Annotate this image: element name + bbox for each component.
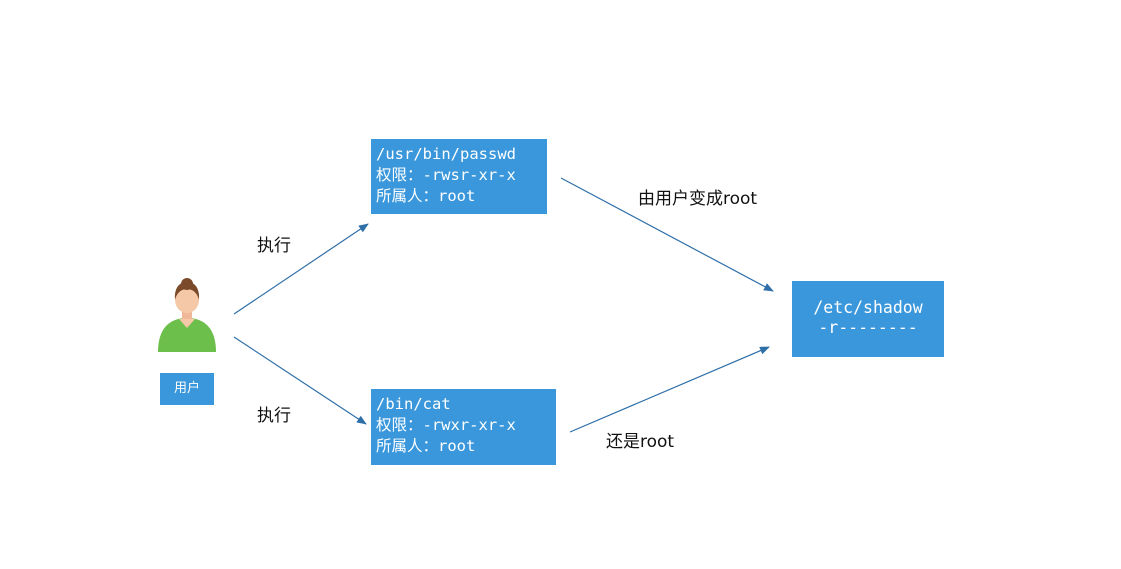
arrow-passwd-to-shadow xyxy=(560,177,774,292)
user-label: 用户 xyxy=(160,373,214,405)
shadow-node: /etc/shadow -r-------- xyxy=(792,281,944,357)
person-icon xyxy=(158,278,216,352)
cat-node: /bin/cat 权限：-rwxr-xr-x 所属人：root xyxy=(371,389,556,465)
arrow-cat-to-shadow xyxy=(569,346,770,433)
shadow-permission: -r-------- xyxy=(818,318,918,337)
passwd-node: /usr/bin/passwd 权限：-rwsr-xr-x 所属人：root xyxy=(371,139,547,214)
cat-permission: 权限：-rwxr-xr-x xyxy=(376,416,516,434)
edge-label-still-root: 还是root xyxy=(606,432,675,452)
arrow-user-to-cat xyxy=(233,336,367,425)
shadow-path: /etc/shadow xyxy=(813,298,923,317)
passwd-path: /usr/bin/passwd xyxy=(376,145,516,163)
edge-label-exec-top: 执行 xyxy=(257,236,291,256)
arrow-user-to-passwd xyxy=(233,223,369,315)
edge-label-become-root: 由用户变成root xyxy=(638,189,758,209)
passwd-permission: 权限：-rwsr-xr-x xyxy=(376,166,516,184)
passwd-owner: 所属人：root xyxy=(376,187,476,205)
cat-owner: 所属人：root xyxy=(376,437,476,455)
cat-path: /bin/cat xyxy=(376,395,451,413)
edge-label-exec-bottom: 执行 xyxy=(257,406,291,426)
